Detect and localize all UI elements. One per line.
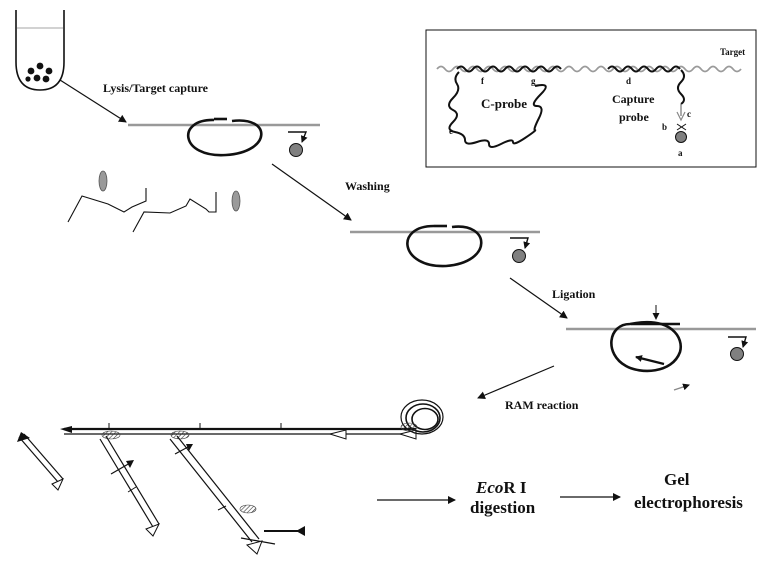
probe-inset: Target C-probe Capture probe c b a d e f…	[425, 29, 757, 168]
ram-arrow	[477, 365, 555, 399]
washing-label: Washing	[345, 179, 390, 193]
magnetic-bead-icon	[730, 347, 744, 361]
letter-g: g	[531, 76, 536, 86]
c-probe-label: C-probe	[481, 96, 527, 111]
letter-c: c	[687, 109, 691, 119]
washing-arrow	[271, 163, 352, 221]
capture-label: Capture	[612, 92, 655, 106]
electrophoresis-label: electrophoresis	[634, 493, 743, 512]
test-tube-icon	[15, 10, 65, 91]
target-label: Target	[720, 47, 745, 57]
digestion-label: digestion	[470, 498, 536, 517]
magnetic-bead-icon	[288, 131, 308, 157]
probe-label: probe	[619, 110, 649, 124]
washed-complex	[350, 224, 540, 268]
ecori-label: EcoR I	[475, 478, 527, 497]
ligated-complex	[566, 305, 756, 391]
ligation-arrow	[509, 277, 568, 319]
lysis-arrow	[59, 79, 127, 123]
magnetic-bead-icon	[675, 131, 687, 143]
ram-reaction-label: RAM reaction	[505, 398, 579, 412]
letter-e: e	[449, 126, 453, 136]
letter-a: a	[678, 148, 683, 158]
ram-products	[17, 399, 444, 555]
ligation-label: Ligation	[552, 287, 596, 301]
letter-f: f	[481, 76, 485, 86]
gel-label: Gel	[664, 470, 690, 489]
letter-d: d	[626, 76, 631, 86]
captured-complex	[128, 117, 320, 157]
lysis-target-capture-label: Lysis/Target capture	[103, 81, 209, 95]
magnetic-bead-icon	[512, 249, 526, 263]
letter-b: b	[662, 122, 667, 132]
cell-debris	[67, 170, 241, 233]
